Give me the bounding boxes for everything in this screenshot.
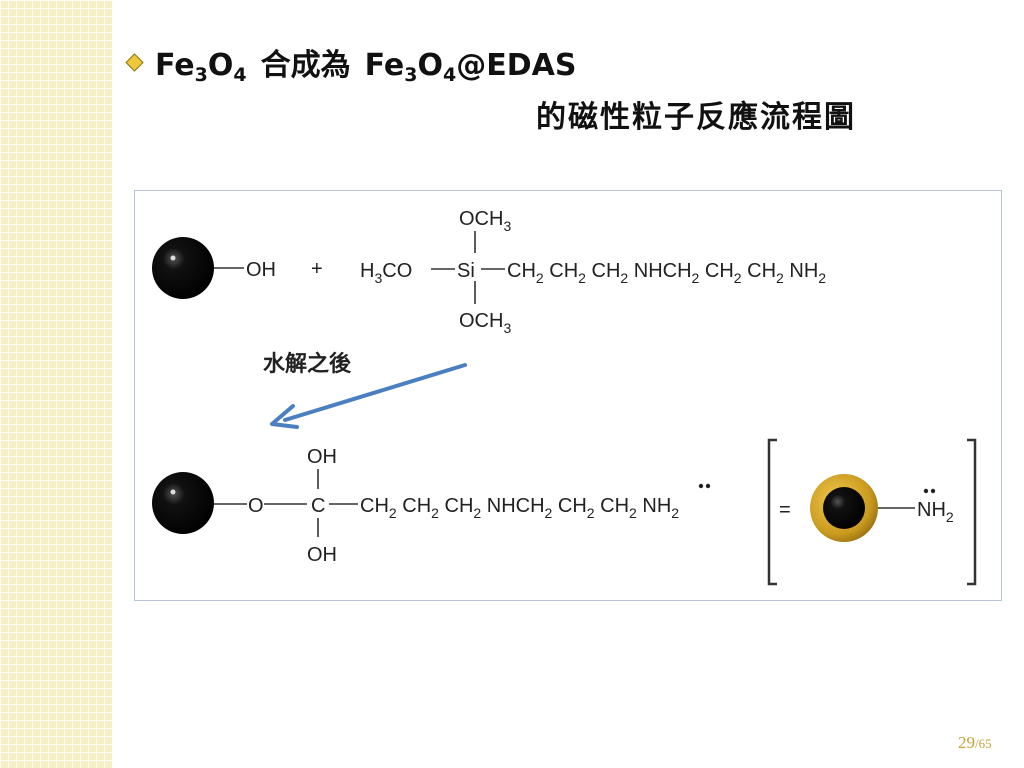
title-fe: Fe xyxy=(155,48,195,83)
page-current: 29 xyxy=(958,733,975,752)
page-total: /65 xyxy=(975,736,992,751)
title-sub: 3 xyxy=(194,64,208,86)
title-sub: 4 xyxy=(442,64,457,86)
equals-sign: = xyxy=(779,499,791,521)
page-number: 29/65 xyxy=(958,733,992,753)
silicon-atom: Si xyxy=(457,260,475,282)
arrow-head-icon xyxy=(270,404,299,429)
title-sub: 3 xyxy=(404,64,418,86)
magnetic-core-icon xyxy=(823,487,865,529)
title-o: O xyxy=(207,48,234,83)
reaction-figure: OH + OCH3 H3CO Si CH2 CH2 CH2 NHCH2 CH2 … xyxy=(134,190,1002,601)
hydroxyl-label: OH xyxy=(246,259,276,281)
hydrolysis-label: 水解之後 xyxy=(263,351,352,377)
lone-pair-dot xyxy=(923,488,929,494)
title-o: O xyxy=(417,48,443,83)
magnetic-particle-icon xyxy=(152,472,214,534)
title-mid: 合成為 xyxy=(260,48,351,83)
lone-pair-dot xyxy=(698,483,704,489)
lone-pair-dot xyxy=(930,488,936,494)
reaction-arrow-icon xyxy=(283,363,467,422)
title-sub: 4 xyxy=(233,64,247,86)
title-suffix: @EDAS xyxy=(456,48,577,83)
lone-pair-dot xyxy=(705,483,711,489)
magnetic-particle-icon xyxy=(152,237,214,299)
oxygen-link: O xyxy=(248,495,264,517)
slide-title-line2: 的磁性粒子反應流程圖 xyxy=(536,100,856,135)
plus-sign: + xyxy=(311,258,323,280)
bullet-diamond-icon xyxy=(125,53,144,72)
reaction-scheme-svg: OH + OCH3 H3CO Si CH2 CH2 CH2 NHCH2 CH2 … xyxy=(152,208,977,586)
amine-chain: CH2 CH2 CH2 NHCH2 CH2 CH2 NH2 xyxy=(360,495,679,523)
methoxy-left: H3CO xyxy=(360,260,412,286)
bracket-right-icon xyxy=(967,438,977,586)
particle-highlight xyxy=(170,255,176,261)
bracket-left-icon xyxy=(767,438,777,586)
hydroxyl-top: OH xyxy=(307,446,337,468)
methoxy-top: OCH3 xyxy=(459,208,511,234)
amine-group: NH2 xyxy=(917,499,954,525)
methoxy-bottom: OCH3 xyxy=(459,310,511,336)
amine-chain: CH2 CH2 CH2 NHCH2 CH2 CH2 NH2 xyxy=(507,260,826,288)
particle-highlight xyxy=(170,489,176,495)
hydroxyl-bottom: OH xyxy=(307,544,337,566)
title-fe: Fe xyxy=(364,48,405,83)
sidebar-pattern xyxy=(0,0,112,768)
carbon-atom: C xyxy=(311,495,325,517)
